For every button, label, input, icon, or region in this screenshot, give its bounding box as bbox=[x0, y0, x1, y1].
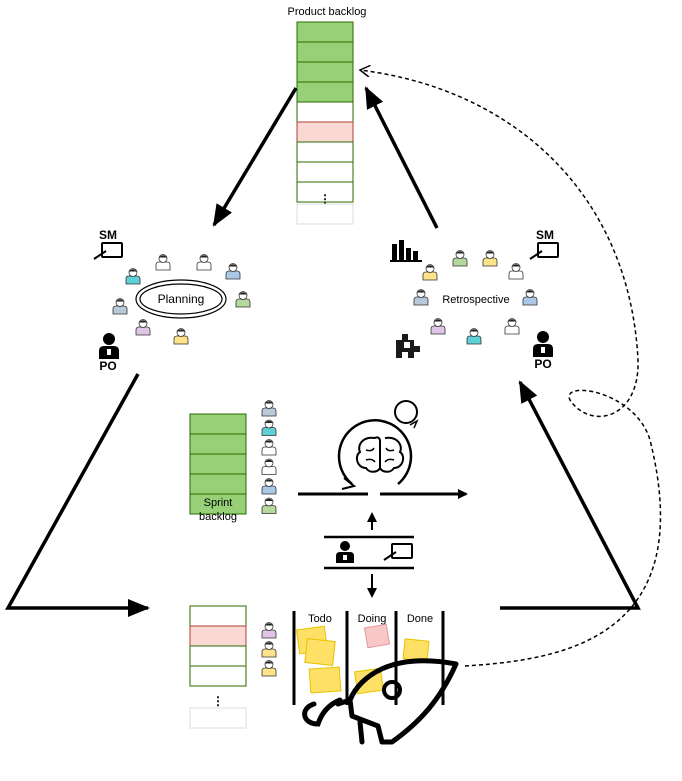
product-backlog-item bbox=[296, 121, 354, 143]
team-member-icon bbox=[466, 328, 482, 345]
team-member-icon bbox=[261, 400, 277, 417]
arrow-backlog-to-planning bbox=[212, 87, 298, 227]
team-member-icon bbox=[504, 318, 520, 335]
team-member-icon bbox=[413, 289, 429, 306]
product-backlog-ellipsis: ⋮ bbox=[319, 192, 331, 206]
retro-po-label: PO bbox=[534, 357, 551, 371]
team-member-icon bbox=[155, 254, 171, 271]
product-backlog-item bbox=[296, 141, 354, 163]
sticky-notes bbox=[295, 623, 430, 695]
team-member-icon bbox=[482, 250, 498, 267]
po-person-icon bbox=[533, 331, 553, 357]
product-backlog-stack bbox=[296, 21, 354, 203]
product-backlog-item bbox=[296, 21, 354, 43]
board-col-done: Done bbox=[407, 613, 433, 625]
presentation-icon bbox=[383, 543, 413, 561]
product-backlog-item bbox=[296, 161, 354, 183]
team-member-icon bbox=[261, 660, 277, 677]
product-backlog-item bbox=[296, 181, 354, 203]
sprint-work-item bbox=[189, 665, 247, 687]
board-col-doing: Doing bbox=[358, 613, 387, 625]
rocket-icon bbox=[302, 658, 459, 745]
team-member-icon bbox=[522, 289, 538, 306]
board-col-todo: Todo bbox=[308, 613, 332, 625]
team-member-icon bbox=[430, 318, 446, 335]
planning-sm-label: SM bbox=[99, 228, 117, 242]
team-member-icon bbox=[196, 254, 212, 271]
product-backlog-placeholder bbox=[296, 203, 354, 225]
team-member-icon bbox=[173, 328, 189, 345]
retrospective-label: Retrospective bbox=[442, 294, 509, 306]
team-member-icon bbox=[508, 263, 524, 280]
planning-ellipse bbox=[135, 279, 227, 319]
brain-cycle-icon bbox=[337, 400, 419, 490]
sprint-work-item bbox=[189, 605, 247, 627]
arrow-planning-to-sprint bbox=[5, 373, 150, 617]
sprint-backlog-item bbox=[189, 473, 247, 495]
sprint-backlog-team bbox=[261, 400, 277, 514]
team-member-icon bbox=[125, 268, 141, 285]
team-member-icon bbox=[422, 264, 438, 281]
arrow-retro-to-backlog bbox=[364, 86, 439, 229]
planning-team bbox=[112, 254, 251, 345]
sprint-backlog-item bbox=[189, 493, 247, 515]
team-member-icon bbox=[235, 291, 251, 308]
team-member-icon bbox=[225, 263, 241, 280]
puzzle-icon bbox=[396, 334, 420, 358]
team-member-icon bbox=[261, 478, 277, 495]
sprint-backlog-title-2: backlog bbox=[199, 511, 237, 523]
feedback-loop-arrow bbox=[360, 70, 662, 667]
sprint-backlog-item bbox=[189, 413, 247, 435]
planning-po-label: PO bbox=[99, 359, 116, 373]
product-backlog-item bbox=[296, 61, 354, 83]
arrow-sprint-to-retro bbox=[500, 380, 641, 610]
product-backlog-title: Product backlog bbox=[288, 6, 367, 18]
sprint-backlog-item bbox=[189, 453, 247, 475]
sprint-backlog-stack bbox=[189, 413, 247, 515]
team-member-icon bbox=[452, 250, 468, 267]
team-member-icon bbox=[261, 497, 277, 514]
team-member-icon bbox=[135, 319, 151, 336]
team-member-icon bbox=[261, 419, 277, 436]
planning-label: Planning bbox=[158, 292, 205, 306]
retro-sm-label: SM bbox=[536, 228, 554, 242]
presentation-icon bbox=[529, 242, 559, 260]
product-backlog-item bbox=[296, 101, 354, 123]
bar-chart-icon bbox=[390, 240, 422, 262]
product-backlog-item bbox=[296, 41, 354, 63]
sprint-work-item bbox=[189, 625, 247, 647]
presentation-icon bbox=[93, 242, 123, 260]
sprint-work-placeholder bbox=[189, 707, 247, 729]
retro-team bbox=[413, 250, 538, 345]
product-backlog-item bbox=[296, 81, 354, 103]
sprint-backlog-item bbox=[189, 433, 247, 455]
team-member-icon bbox=[261, 641, 277, 658]
sprint-work-team bbox=[261, 622, 277, 677]
sprint-backlog-title-1: Sprint bbox=[204, 497, 233, 509]
person-icon bbox=[336, 541, 354, 563]
sprint-work-ellipsis: ⋮ bbox=[212, 694, 224, 708]
team-member-icon bbox=[261, 458, 277, 475]
team-member-icon bbox=[261, 439, 277, 456]
sprint-work-stack bbox=[189, 605, 247, 687]
po-person-icon bbox=[99, 333, 119, 359]
team-member-icon bbox=[112, 298, 128, 315]
team-member-icon bbox=[261, 622, 277, 639]
sprint-work-item bbox=[189, 645, 247, 667]
